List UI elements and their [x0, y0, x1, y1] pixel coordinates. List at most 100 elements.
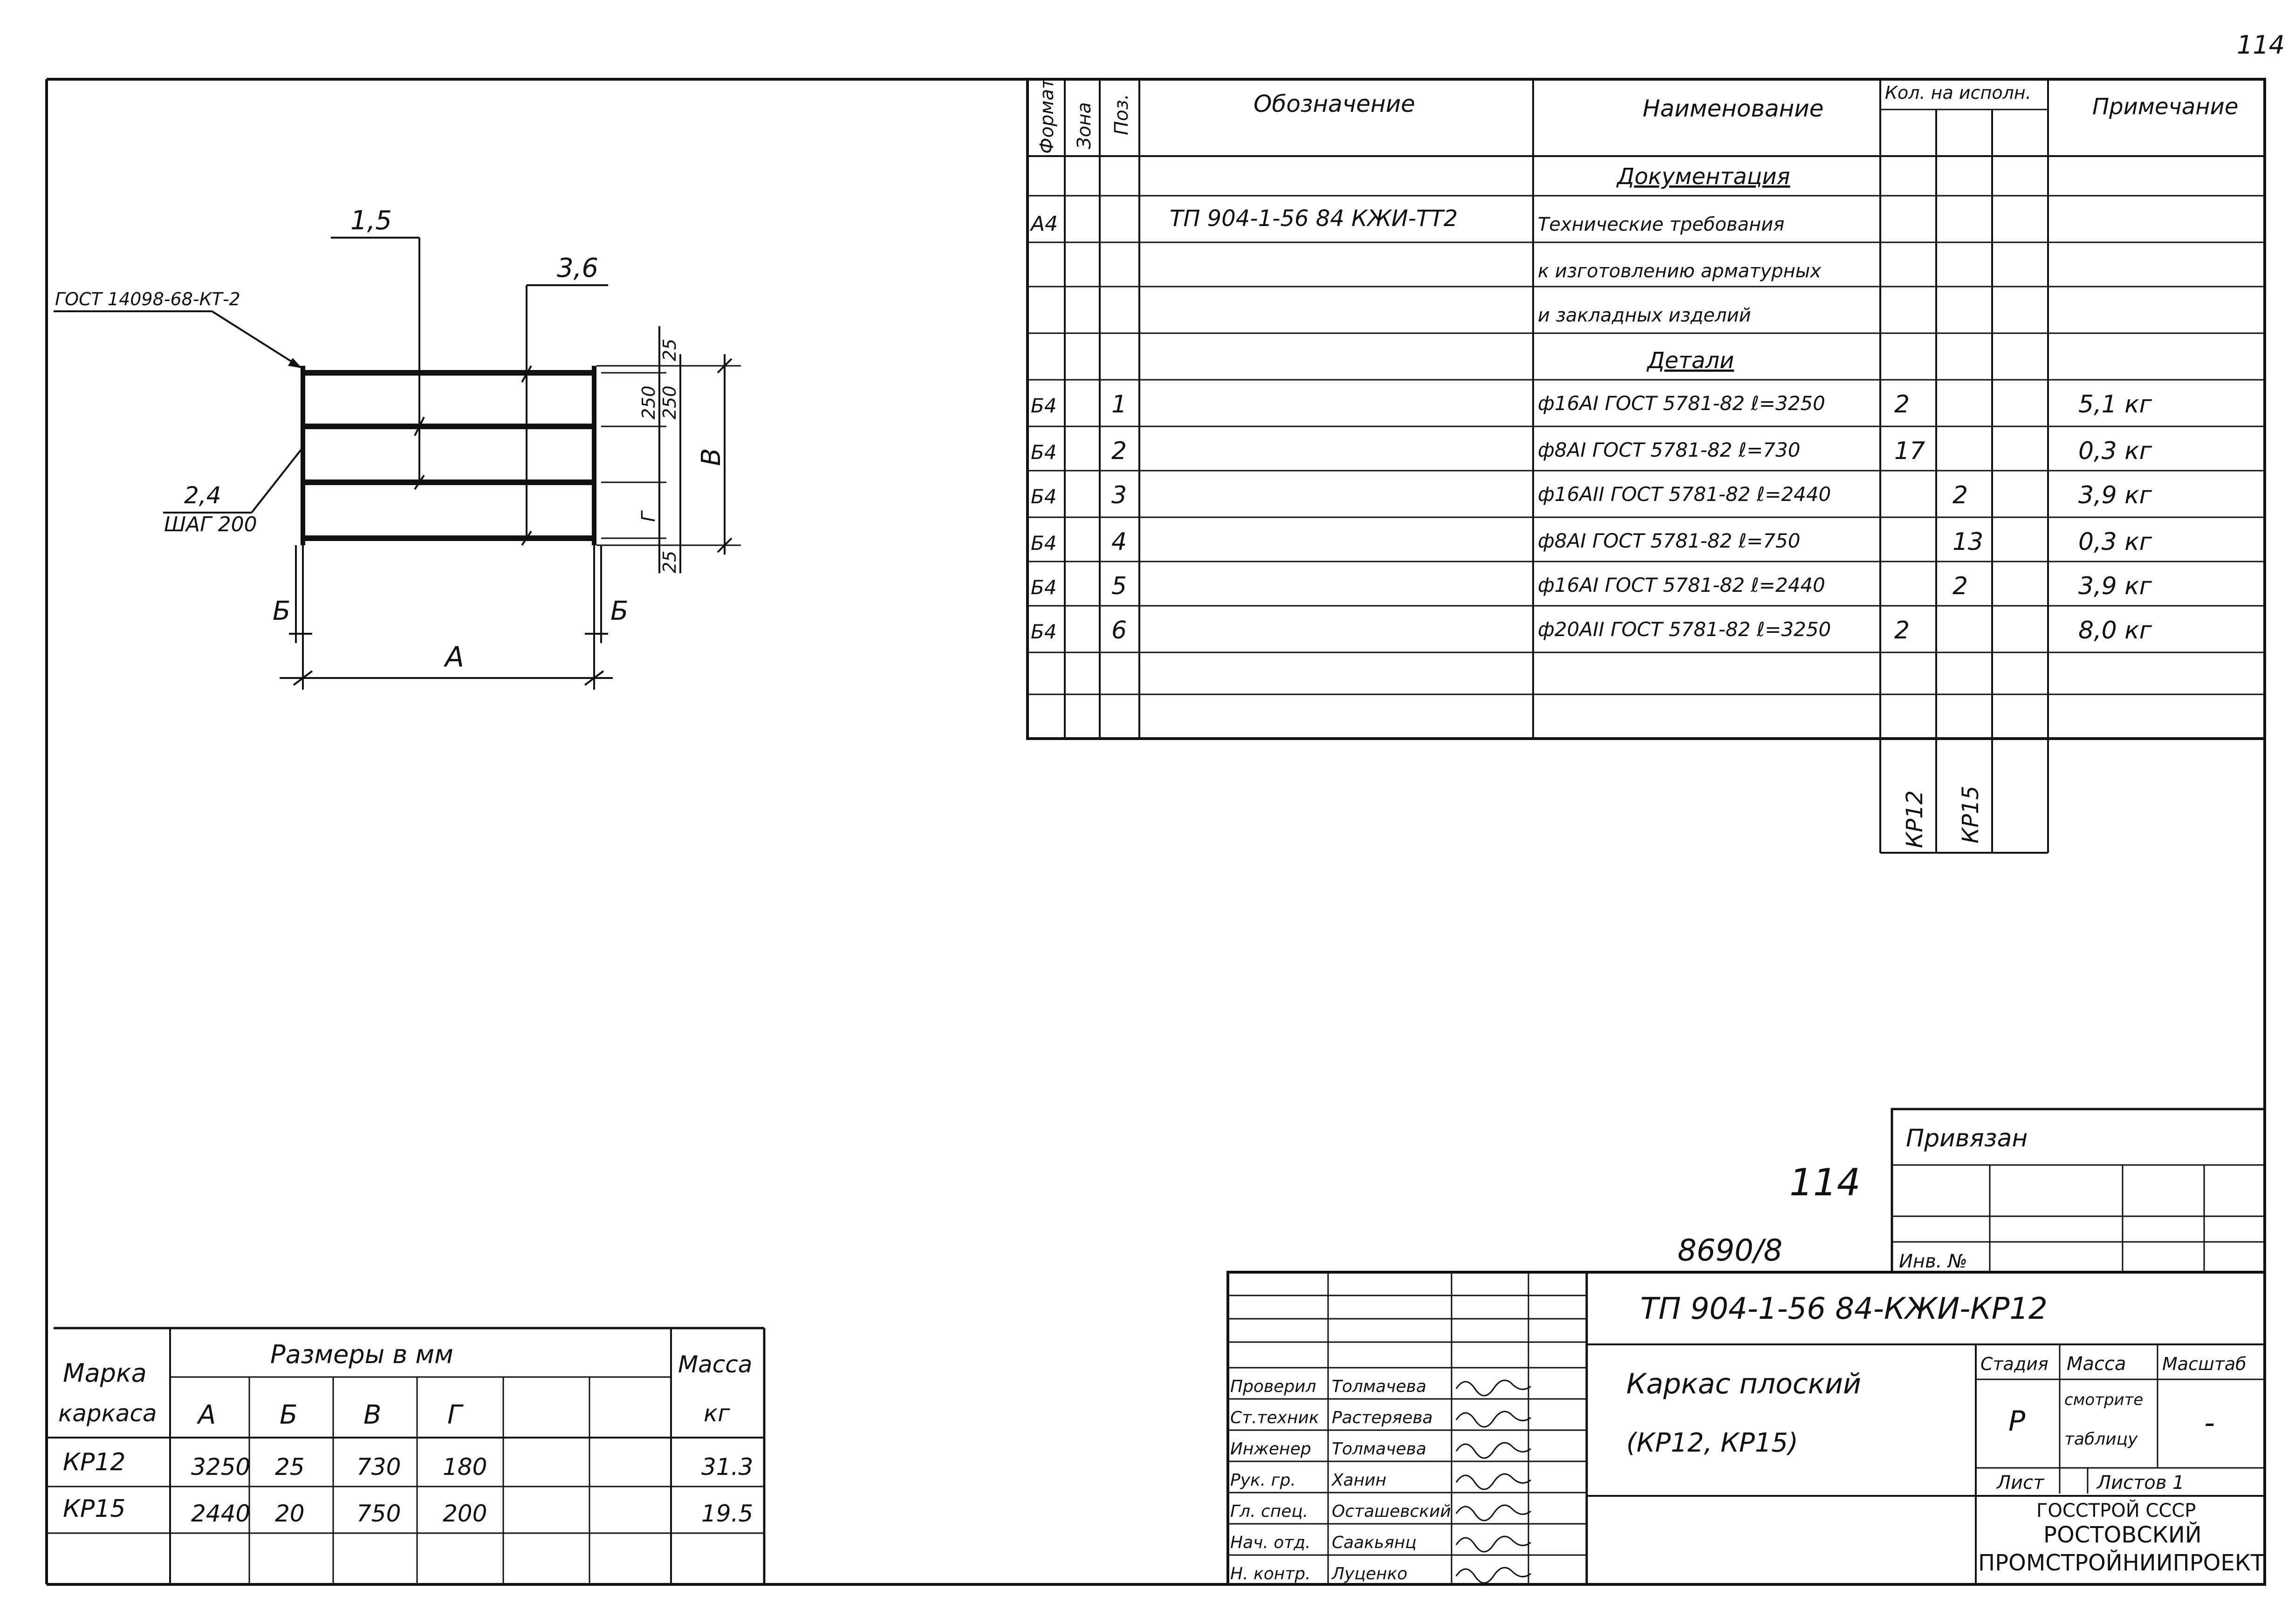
staff-name: Толмачева — [1332, 1439, 1426, 1459]
staff-role: Нач. отд. — [1230, 1533, 1311, 1552]
doc-code: ТП 904-1-56 84-КЖИ-КР12 — [1640, 1292, 2048, 1326]
detail-row-name: ф8АI ГОСТ 5781-82 ℓ=750 — [1538, 529, 1800, 552]
specification-table: Формат Зона Поз. Обозначение Наименовани… — [1026, 77, 2266, 854]
detail-row-note: 8,0 кг — [2078, 617, 2152, 644]
sizes-table: Марка каркаса Размеры в мм Масса кг А Б … — [47, 1327, 766, 1584]
sizes-row-v: 750 — [356, 1500, 401, 1527]
staff-name: Осташевский — [1332, 1502, 1451, 1521]
detail-row-qty-kr15: 2 — [1952, 481, 1968, 509]
signature-mark — [1455, 1535, 1531, 1553]
sizes-header: Размеры в мм — [270, 1340, 453, 1369]
sizes-row-mass: 19.5 — [701, 1500, 753, 1527]
detail-row-format: Б4 — [1031, 394, 1057, 417]
signature-mark — [1455, 1504, 1531, 1521]
detail-row-note: 0,3 кг — [2078, 437, 2152, 465]
page-number: 114 — [2237, 30, 2285, 60]
sheet-label: Лист — [1996, 1472, 2045, 1494]
detail-row-qty-kr12: 2 — [1894, 391, 1910, 418]
org-line-2: РОСТОВСКИЙ — [2043, 1521, 2202, 1548]
dim-b-right-label: Б — [610, 596, 628, 626]
sizes-sub-b: Б — [280, 1400, 297, 1430]
sizes-mark-1: Марка — [63, 1358, 147, 1388]
header-designation: Обозначение — [1254, 90, 1415, 117]
detail-row-qty-kr12: 2 — [1894, 617, 1910, 644]
header-format: Формат — [1036, 77, 1058, 154]
detail-row-format: Б4 — [1031, 532, 1057, 555]
mass-label: Масса — [2067, 1353, 2126, 1375]
detail-row-note: 3,9 кг — [2078, 572, 2152, 600]
staff-role: Инженер — [1230, 1439, 1311, 1459]
staff-name: Саакьянц — [1332, 1533, 1417, 1552]
sizes-row-v: 730 — [356, 1453, 401, 1480]
sizes-row-a: 3250 — [191, 1453, 250, 1480]
variant-kr12: КР12 — [1902, 790, 1928, 848]
detail-row-pos: 1 — [1111, 391, 1127, 418]
stage-label: Стадия — [1980, 1354, 2048, 1374]
sizes-sub-g: Г — [447, 1400, 464, 1430]
staff-role: Проверил — [1230, 1377, 1316, 1396]
dim-b-left-label: Б — [273, 596, 290, 626]
signature-mark — [1455, 1473, 1531, 1490]
sizes-row-a: 2440 — [191, 1500, 250, 1527]
dim-a-label: А — [443, 641, 464, 673]
detail-row-note: 0,3 кг — [2078, 528, 2152, 556]
detail-row-name: ф16АII ГОСТ 5781-82 ℓ=2440 — [1538, 483, 1831, 506]
label-pos-1-5: 1,5 — [350, 206, 392, 236]
binding-block: Привязан Инв. № — [1891, 1108, 2266, 1274]
sizes-mass-2: кг — [704, 1400, 730, 1427]
mass-value-2: таблицу — [2064, 1430, 2138, 1449]
dim-250-a: 250 — [659, 385, 680, 419]
header-name: Наименование — [1643, 95, 1824, 122]
binding-inv-no: Инв. № — [1899, 1251, 1967, 1272]
staff-name: Толмачева — [1332, 1377, 1426, 1396]
signature-mark — [1455, 1567, 1531, 1584]
staff-name: Луценко — [1331, 1564, 1407, 1583]
dim-25-top: 25 — [659, 339, 680, 361]
sizes-row-g: 200 — [443, 1500, 487, 1527]
staff-role: Рук. гр. — [1230, 1471, 1296, 1490]
staff-role: Ст.техник — [1230, 1408, 1319, 1427]
drawing-title-2: (КР12, КР15) — [1626, 1428, 1798, 1458]
sizes-mass-1: Масса — [678, 1351, 752, 1378]
detail-row-pos: 2 — [1111, 437, 1127, 465]
title-block: ТП 904-1-56 84-КЖИ-КР12 Каркас плоский (… — [1226, 1271, 2266, 1586]
detail-row-name: ф8АI ГОСТ 5781-82 ℓ=730 — [1538, 439, 1800, 461]
detail-row-pos: 3 — [1111, 481, 1127, 509]
detail-row-pos: 6 — [1111, 617, 1127, 644]
org-line-1: ГОССТРОЙ СССР — [2036, 1499, 2196, 1521]
header-pos: Поз. — [1111, 94, 1132, 135]
handwritten-8690: 8690/8 — [1678, 1233, 1782, 1268]
sizes-sub-a: А — [197, 1400, 216, 1430]
detail-row-format: Б4 — [1031, 485, 1057, 508]
dim-250-b: 250 — [638, 385, 659, 419]
detail-row-qty-kr15: 2 — [1952, 572, 1968, 600]
dim-25-bottom: 25 — [659, 551, 680, 573]
staff-role: Гл. спец. — [1230, 1502, 1308, 1521]
label-pos-2-4: 2,4 — [184, 482, 221, 509]
header-zone: Зона — [1074, 102, 1095, 149]
signature-mark — [1455, 1411, 1531, 1428]
sheets-label: Листов 1 — [2096, 1472, 2185, 1494]
detail-row-note: 5,1 кг — [2078, 391, 2152, 418]
doc-row-name: Технические требования — [1538, 214, 1784, 235]
doc-row-format: А4 — [1029, 212, 1058, 236]
sizes-row-b: 25 — [275, 1453, 305, 1480]
cage-drawing: 1,5 3,6 ГОСТ 14098-68-КТ-2 2,4 ШАГ 200 А… — [54, 206, 741, 690]
detail-row-format: Б4 — [1031, 441, 1057, 464]
sizes-row-mark: КР15 — [63, 1495, 125, 1523]
section-details: Детали — [1646, 348, 1734, 374]
variant-kr15: КР15 — [1958, 786, 1984, 843]
binding-title: Привязан — [1906, 1124, 2028, 1152]
scale-label: Масштаб — [2162, 1354, 2247, 1374]
header-qty: Кол. на исполн. — [1885, 82, 2031, 103]
staff-name: Ханин — [1331, 1471, 1386, 1490]
detail-row-pos: 5 — [1111, 572, 1127, 600]
detail-row-format: Б4 — [1031, 620, 1057, 643]
mass-value-1: смотрите — [2064, 1391, 2143, 1409]
drawing-title-1: Каркас плоский — [1626, 1368, 1861, 1400]
dim-g: Г — [638, 510, 659, 522]
